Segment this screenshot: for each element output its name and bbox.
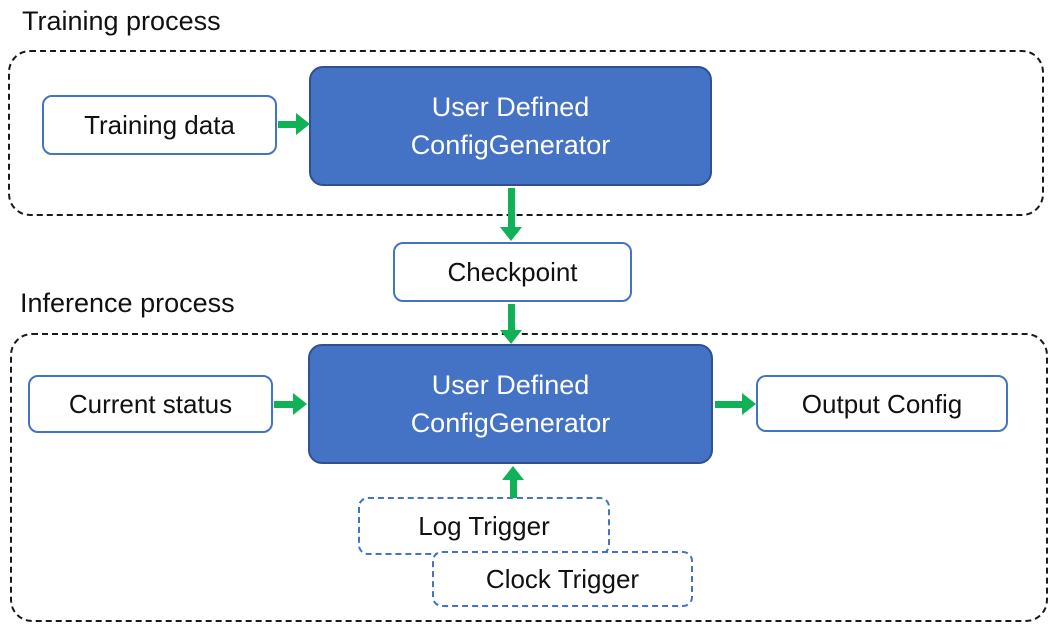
training-config-generator-line2: ConfigGenerator [410, 130, 611, 160]
clock-trigger-node: Clock Trigger [432, 551, 693, 607]
inference-process-label: Inference process [20, 288, 235, 318]
inference-config-generator-line1: User Defined [431, 370, 590, 400]
log-trigger-label: Log Trigger [418, 511, 550, 541]
current-status-node: Current status [28, 375, 273, 433]
current-status-label: Current status [68, 389, 233, 419]
training-config-generator-line1: User Defined [431, 92, 590, 122]
checkpoint-node: Checkpoint [393, 242, 632, 302]
inference-config-generator-line2: ConfigGenerator [410, 408, 611, 438]
training-data-label: Training data [84, 110, 235, 140]
training-data-node: Training data [42, 95, 277, 155]
log-trigger-node: Log Trigger [358, 497, 610, 555]
inference-process-container [10, 333, 1048, 622]
output-config-node: Output Config [756, 375, 1008, 432]
clock-trigger-label: Clock Trigger [485, 564, 640, 594]
output-config-label: Output Config [801, 388, 963, 419]
inference-config-generator-node: User Defined ConfigGenerator [308, 344, 713, 464]
training-process-container [8, 50, 1044, 216]
training-config-generator-node: User Defined ConfigGenerator [309, 66, 712, 186]
checkpoint-label: Checkpoint [447, 257, 578, 287]
training-process-label: Training process [22, 6, 221, 36]
